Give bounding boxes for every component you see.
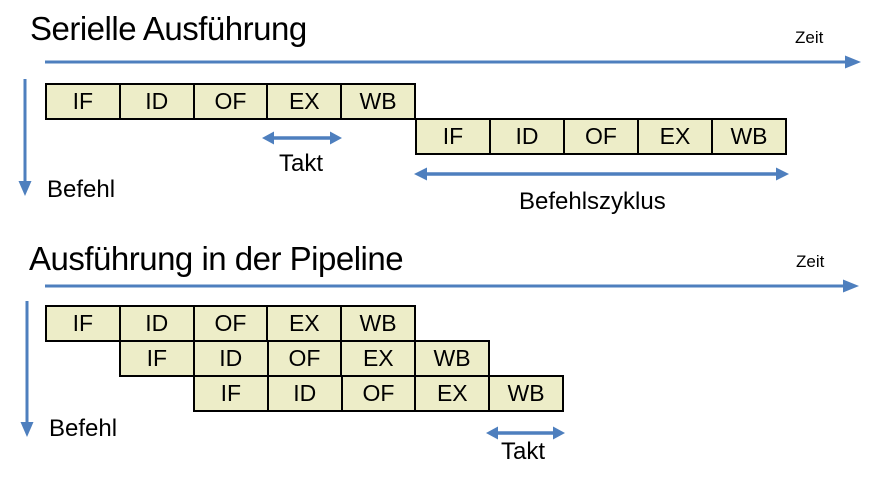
stage-cell: ID [121, 85, 195, 118]
stage-cell: IF [47, 85, 121, 118]
serial-clock-label: Takt [279, 150, 324, 177]
stage-cell: EX [268, 307, 343, 340]
stage-cell: IF [195, 377, 269, 410]
stage-cell: IF [121, 342, 195, 375]
stage-cell: ID [121, 307, 195, 340]
pipeline-clock-label: Takt [501, 438, 546, 465]
stage-cell: WB [433, 345, 471, 371]
stage-cell: ID [195, 342, 269, 375]
pipeline-instruction-row-1: IF ID OF EX WB [45, 305, 416, 342]
stage-cell: OF [195, 307, 269, 340]
stage-cell: EX [639, 120, 713, 153]
stage-cell: OF [565, 120, 639, 153]
pipeline-instruction-axis-arrow [20, 301, 34, 437]
pipeline-time-axis-arrow [45, 279, 859, 293]
pipeline-time-axis-label: Zeit [796, 252, 825, 271]
serial-instruction-row-1: IF ID OF EX WB [45, 83, 416, 120]
stage-cell: OF [269, 342, 343, 375]
stage-cell: IF [417, 120, 491, 153]
pipeline-clock-arrow [486, 426, 565, 440]
stage-cell: EX [342, 342, 417, 375]
stage-cell: EX [268, 85, 343, 118]
stage-cell: OF [343, 377, 417, 410]
stage-cell: WB [507, 380, 545, 406]
serial-section-title: Serielle Ausführung [30, 10, 307, 47]
serial-cycle-arrow [414, 167, 789, 181]
pipeline-instruction-axis-label: Befehl [49, 415, 118, 442]
pipeline-instruction-row-2: IF ID OF EX WB [119, 340, 490, 377]
serial-time-axis-arrow [45, 55, 861, 69]
stage-cell: ID [269, 377, 343, 410]
stage-cell: WB [359, 88, 397, 114]
stage-cell: WB [730, 123, 768, 149]
pipeline-section-title: Ausführung in der Pipeline [29, 240, 404, 277]
stage-cell: IF [47, 307, 121, 340]
serial-time-axis-label: Zeit [795, 28, 824, 47]
serial-instruction-row-2: IF ID OF EX WB [415, 118, 787, 155]
serial-instruction-axis-label: Befehl [47, 176, 116, 203]
stage-cell: WB [359, 310, 397, 336]
pipeline-instruction-row-3: IF ID OF EX WB [193, 375, 564, 412]
serial-instruction-axis-arrow [18, 79, 32, 196]
stage-cell: ID [491, 120, 565, 153]
serial-clock-arrow [262, 131, 342, 145]
stage-cell: OF [195, 85, 269, 118]
stage-cell: EX [416, 377, 491, 410]
serial-cycle-label: Befehlszyklus [519, 188, 666, 215]
